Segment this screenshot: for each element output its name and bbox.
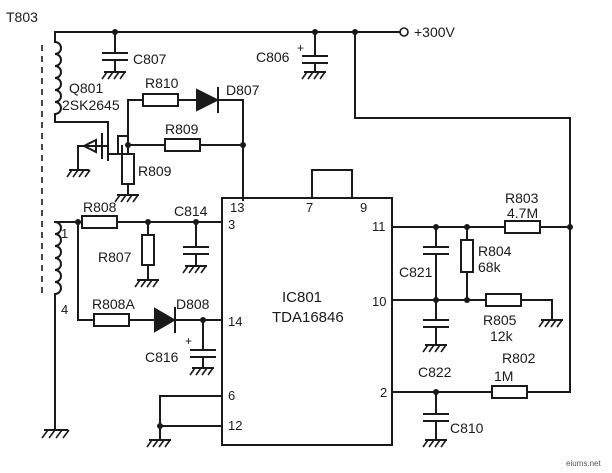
q801-label: Q801 bbox=[69, 80, 103, 96]
pin-10: 10 bbox=[372, 294, 386, 309]
resistor-r805: R805 12k bbox=[391, 293, 563, 344]
winding-pin-4: 4 bbox=[61, 302, 68, 317]
pin6-pin12-ground bbox=[146, 395, 223, 448]
winding-pin-1: 1 bbox=[61, 226, 68, 241]
mosfet-q801: Q801 2SK2645 bbox=[62, 80, 129, 178]
capacitor-c822: C822 bbox=[418, 299, 452, 380]
resistor-r807: R807 bbox=[98, 221, 159, 288]
capacitor-c810: C810 bbox=[422, 391, 484, 448]
supply-terminal bbox=[399, 27, 409, 37]
pin-3: 3 bbox=[228, 217, 235, 232]
ic801: IC801 TDA16846 13 7 9 3 11 10 14 6 2 12 bbox=[221, 169, 393, 446]
pin-7: 7 bbox=[306, 200, 313, 215]
ic-ref: IC801 bbox=[282, 289, 322, 306]
r804-label: R804 bbox=[478, 243, 512, 259]
c821-label: C821 bbox=[399, 264, 433, 280]
r802-label: R802 bbox=[502, 350, 536, 366]
r808a-label: R808A bbox=[92, 296, 135, 312]
r810-label: R810 bbox=[145, 75, 179, 91]
watermark: eiums.net bbox=[566, 459, 601, 468]
pin-12: 12 bbox=[228, 418, 242, 433]
resistor-r803: R803 4.7M bbox=[391, 190, 573, 234]
pin-2: 2 bbox=[380, 385, 387, 400]
svg-text:+: + bbox=[297, 41, 304, 55]
c807-label: C807 bbox=[133, 51, 167, 67]
supply-rail: +300V bbox=[54, 24, 456, 40]
r805-value: 12k bbox=[490, 328, 514, 344]
ground-symbol bbox=[41, 429, 70, 439]
resistor-r809-vertical: R809 bbox=[114, 153, 172, 203]
r809-top-label: R809 bbox=[165, 121, 199, 137]
r808-label: R808 bbox=[83, 199, 117, 215]
r804-value: 68k bbox=[478, 259, 502, 275]
c822-label: C822 bbox=[418, 364, 452, 380]
capacitor-c814: C814 bbox=[174, 203, 209, 274]
r807-label: R807 bbox=[98, 249, 132, 265]
resistor-r810: R810 bbox=[127, 75, 198, 107]
r803-label: R803 bbox=[505, 190, 539, 206]
d807-label: D807 bbox=[226, 82, 260, 98]
r809-bottom-label: R809 bbox=[138, 163, 172, 179]
pin-6: 6 bbox=[228, 388, 235, 403]
transformer-label: T803 bbox=[6, 9, 38, 25]
q801-part: 2SK2645 bbox=[62, 97, 120, 113]
capacitor-c821: C821 bbox=[399, 226, 449, 301]
pin-13: 13 bbox=[230, 200, 244, 215]
pin-9: 9 bbox=[360, 200, 367, 215]
resistor-r804: R804 68k bbox=[460, 226, 512, 301]
svg-text:+: + bbox=[185, 334, 192, 348]
r805-label: R805 bbox=[483, 312, 517, 328]
c806-label: C806 bbox=[256, 49, 290, 65]
pin-11: 11 bbox=[372, 219, 386, 234]
resistor-r802: R802 1M bbox=[391, 350, 571, 399]
r802-value: 1M bbox=[494, 368, 513, 384]
rail-right-drop bbox=[354, 31, 571, 393]
transformer-t803: T803 1 4 bbox=[6, 9, 109, 431]
d808-label: D808 bbox=[176, 296, 210, 312]
r803-value: 4.7M bbox=[507, 205, 538, 221]
resistor-r808a: R808A bbox=[77, 296, 155, 327]
supply-label: +300V bbox=[414, 24, 456, 40]
c816-label: C816 bbox=[145, 349, 179, 365]
capacitor-c807: C807 bbox=[101, 31, 167, 80]
pin-14: 14 bbox=[228, 314, 242, 329]
capacitor-c816: + C816 bbox=[145, 319, 216, 376]
capacitor-c806: + C806 bbox=[256, 31, 328, 80]
c814-label: C814 bbox=[174, 203, 208, 219]
ic-part: TDA16846 bbox=[272, 309, 344, 326]
diode-d807: D807 bbox=[196, 82, 260, 201]
resistor-r809-horizontal: R809 bbox=[127, 121, 246, 152]
c810-label: C810 bbox=[450, 420, 484, 436]
resistor-r808: R808 bbox=[75, 199, 223, 229]
diode-d808: D808 bbox=[154, 296, 223, 333]
